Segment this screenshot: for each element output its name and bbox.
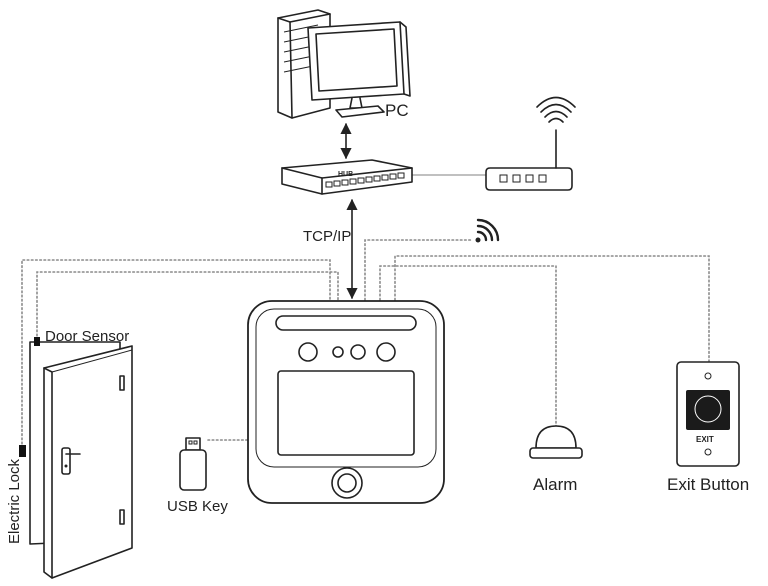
display-screen [277, 370, 415, 456]
pc-computer: PC [277, 9, 411, 120]
hub-label: HUB [338, 171, 353, 178]
door: Door Sensor Electric Lock [6, 328, 133, 579]
exit-button-label: Exit Button [667, 475, 749, 494]
wifi-router [485, 96, 576, 191]
alarm-siren: Alarm [529, 425, 583, 494]
door-handle [61, 447, 81, 475]
camera-sensors [298, 342, 396, 362]
usb-key-label: USB Key [167, 498, 228, 515]
door-sensor-label: Door Sensor [45, 328, 129, 345]
electric-lock-label: Electric Lock [6, 458, 23, 544]
network-hub: HUB [281, 159, 413, 195]
exit-plate-label: EXIT [696, 435, 714, 444]
door-leaf [43, 345, 133, 579]
tcp-ip-label: TCP/IP [303, 228, 351, 245]
router-antenna-waves [536, 96, 576, 123]
wiring-lines [21, 174, 710, 449]
wifi-icon [475, 218, 500, 243]
face-recognition-terminal [247, 300, 445, 504]
pc-monitor [307, 21, 411, 118]
exit-button-panel: EXIT Exit Button [667, 361, 749, 494]
door-hinges [119, 375, 125, 525]
light-bar [275, 315, 417, 331]
electric-lock-device [19, 445, 26, 457]
alarm-label: Alarm [533, 475, 577, 494]
hub-ports [325, 172, 405, 188]
door-sensor-device [34, 337, 40, 346]
usb-key-icon: USB Key [167, 437, 228, 515]
pc-label: PC [385, 101, 409, 120]
fingerprint-sensor [331, 467, 363, 499]
